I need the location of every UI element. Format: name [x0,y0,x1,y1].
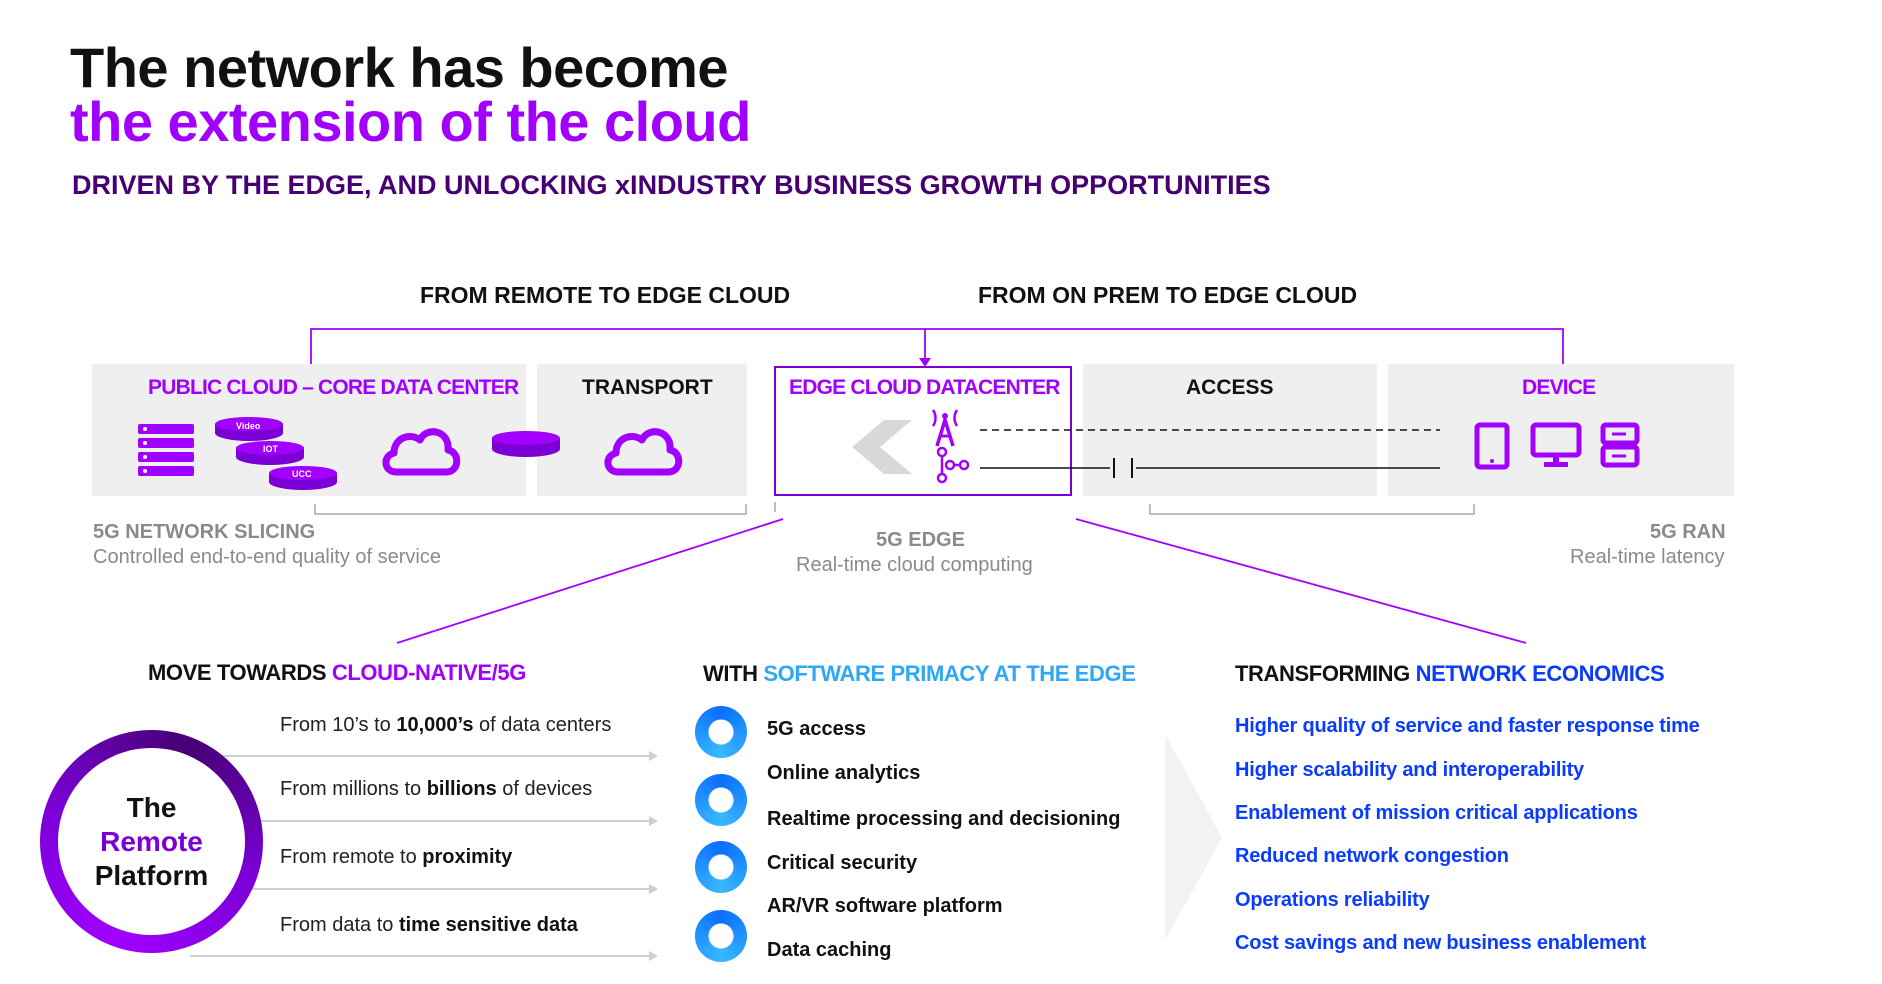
from-row-1: From 10’s to 10,000’s of data centers [280,714,611,737]
disk-iot-label: IOT [263,444,278,454]
ring-line-2: Remote [100,825,203,857]
panel-edge-cloud [774,366,1072,496]
edge-caption-desc: Real-time cloud computing [796,554,1033,576]
from-row-bold: billions [426,778,497,800]
software-item-label: AR/VR software platform [767,895,1003,917]
blue-ring-icon [695,706,747,758]
network-nodes-icon [936,446,970,484]
slicing-caption-title: 5G NETWORK SLICING [93,521,316,543]
cloud-native-heading-prefix: MOVE TOWARDS [148,660,332,685]
cloud-native-heading-highlight: CLOUD-NATIVE/5G [331,660,526,685]
software-heading-prefix: WITH [703,661,764,686]
disk-ucc-label: UCC [292,469,312,479]
panel-title-public-cloud: PUBLIC CLOUD – CORE DATA CENTER [148,376,519,399]
blue-ring-icon [695,841,747,893]
row-arrow-4 [190,951,658,961]
panel-device [1388,364,1734,496]
disk-icon [492,431,560,457]
economics-heading-highlight: NETWORK ECONOMICS [1415,661,1665,686]
from-row-3: From remote to proximity [280,846,512,869]
cloud-icon [382,428,461,476]
economics-item: Cost savings and new business enablement [1235,932,1647,954]
flow-label-onprem-to-edge: FROM ON PREM TO EDGE CLOUD [978,282,1358,308]
from-row-prefix: From 10’s to [280,714,397,736]
software-item-label: Realtime processing and decisioning [767,808,1121,830]
server-icon [1600,422,1640,468]
from-row-suffix: of data centers [473,714,612,736]
economics-item: Operations reliability [1235,889,1430,911]
antenna-tower-icon [931,409,959,447]
panel-title-transport: TRANSPORT [582,376,713,399]
software-item-label: Critical security [767,852,918,874]
software-item-label: Online analytics [767,762,921,784]
from-row-prefix: From millions to [280,778,427,800]
tablet-icon [1474,422,1510,470]
panel-title-device: DEVICE [1522,376,1596,399]
economics-heading-prefix: TRANSFORMING [1235,661,1416,686]
software-item: Data caching [695,908,891,964]
software-heading-highlight: SOFTWARE PRIMACY AT THE EDGE [763,661,1136,686]
blue-ring-icon [695,774,747,826]
row-arrow-2 [240,816,658,826]
ran-caption-desc: Real-time latency [1570,546,1725,568]
software-item-label: 5G access [767,718,866,740]
disk-video-label: Video [236,421,261,431]
page-title-line2: the extension of the cloud [70,90,751,153]
server-rack-icon [138,424,194,476]
from-row-bold: time sensitive data [398,914,578,936]
remote-platform-center: The Remote Platform [58,748,245,935]
edge-caption-title: 5G EDGE [876,529,965,551]
row-arrow-1 [190,751,658,761]
ring-line-3: Platform [94,859,209,891]
software-item: Realtime processing and decisioning [695,772,1120,830]
blue-ring-icon [695,910,747,962]
disk-ucc-icon [269,466,337,490]
page-subtitle: DRIVEN BY THE EDGE, AND UNLOCKING xINDUS… [72,170,1271,200]
ran-caption-title: 5G RAN [1650,521,1726,543]
cloud-icon-transport [604,428,683,476]
row-arrow-3 [250,884,658,894]
flow-label-remote-to-edge: FROM REMOTE TO EDGE CLOUD [420,282,791,308]
software-item: 5G access [695,704,866,760]
disk-iot-icon [236,441,304,465]
page-title-line1: The network has become [70,36,729,99]
economics-heading: TRANSFORMING NETWORK ECONOMICS [1235,661,1665,687]
from-row-suffix: of devices [496,778,593,800]
ring-line-1: The [126,791,177,823]
economics-item: Reduced network congestion [1235,845,1509,867]
disk-video-icon [215,417,283,441]
software-item: Critical security [695,839,917,895]
cloud-native-heading: MOVE TOWARDS CLOUD-NATIVE/5G [148,660,526,686]
panel-title-access: ACCESS [1186,376,1274,399]
edge-to-device-links [980,429,1440,478]
remote-platform-ring: The Remote Platform [40,730,263,953]
economics-item: Enablement of mission critical applicati… [1235,802,1638,824]
software-heading: WITH SOFTWARE PRIMACY AT THE EDGE [703,661,1136,687]
from-row-bold: 10,000’s [396,714,474,736]
slicing-caption-desc: Controlled end-to-end quality of service [93,546,441,568]
panel-title-edge-cloud: EDGE CLOUD DATACENTER [789,376,1060,399]
monitor-icon [1530,422,1582,467]
software-item-label: Data caching [767,939,892,961]
from-row-2: From millions to billions of devices [280,778,592,801]
from-row-4: From data to time sensitive data [280,914,578,937]
chevron-left-icon [852,420,912,474]
from-row-prefix: From remote to [280,846,423,868]
economics-item: Higher quality of service and faster res… [1235,715,1700,737]
from-row-prefix: From data to [280,914,399,936]
economics-item: Higher scalability and interoperability [1235,759,1584,781]
from-row-bold: proximity [422,846,513,868]
